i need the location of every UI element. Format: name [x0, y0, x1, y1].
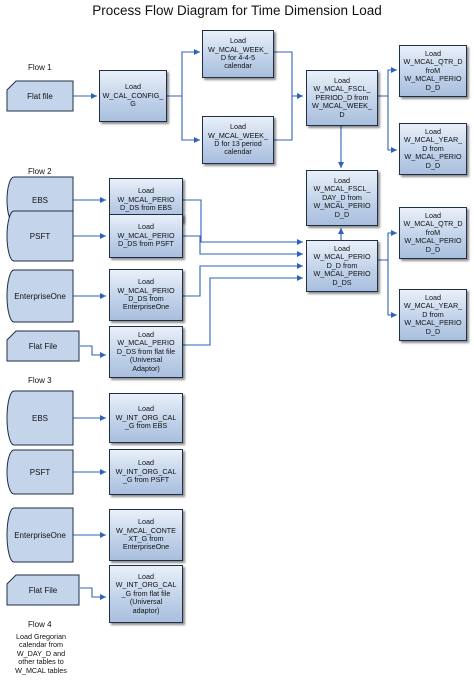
arrow-ff3-to-intorg: [80, 587, 106, 600]
load-period-ds-e1-text: Load W_MCAL_PERIO D_DS from EnterpriseOn…: [117, 277, 175, 312]
arrow-calconfig-to-week13: [181, 96, 200, 143]
load-period-ds-flatfile-text: Load W_MCAL_PERIO D_DS from flat file (U…: [116, 329, 176, 373]
flat-file-source: Flat file: [6, 80, 74, 112]
load-period-d-text: Load W_MCAL_PERIO D_D from W_MCAL_PERIO …: [313, 243, 371, 287]
load-period-ds-psft-box: Load W_MCAL_PERIO D_DS from PSFT: [109, 214, 183, 258]
load-fscl-period-box: Load W_MCAL_FSCL_ PERIOD_D from W_MCAL_W…: [306, 70, 378, 126]
load-qtr-from-period-text: Load W_MCAL_QTR_D froM W_MCAL_PERIO D_D: [403, 210, 463, 254]
flow-2-label: Flow 2: [28, 167, 52, 176]
load-week-13-text: Load W_MCAL_WEEK_ D for 13 period calend…: [208, 122, 268, 157]
ebs-source-label: EBS: [31, 195, 48, 205]
load-int-org-flatfile-box: Load W_INT_ORG_CAL _G from flat file (Un…: [109, 565, 183, 623]
arrow-week445-to-fscl: [274, 51, 303, 99]
arrow-fscl-to-year: [387, 96, 397, 153]
load-cal-config-box: Load W_CAL_CONFIG_ G: [99, 70, 167, 122]
arrow-periodds-ebs-to-periodd: [183, 199, 303, 245]
diagram-title: Process Flow Diagram for Time Dimension …: [92, 3, 382, 18]
flow-4-label: Flow 4: [28, 620, 52, 629]
enterpriseone-source: EnterpriseOne: [6, 269, 74, 323]
psft-source-3: PSFT: [6, 449, 74, 495]
load-fscl-period-text: Load W_MCAL_FSCL_ PERIOD_D from W_MCAL_W…: [312, 75, 372, 119]
psft-source: PSFT: [6, 210, 74, 262]
psft-source-3-label: PSFT: [29, 467, 51, 477]
flat-file-source-3-label: Flat File: [28, 585, 58, 595]
load-mcal-context-e1-box: Load W_MCAL_CONTE XT_G from EnterpriseOn…: [109, 509, 183, 561]
flat-file-source-label: Flat file: [27, 91, 53, 101]
load-year-from-period-text: Load W_MCAL_YEAR_ D from W_MCAL_PERIO D_…: [403, 292, 463, 336]
load-int-org-psft-text: Load W_INT_ORG_CAL _G from PSFT: [115, 458, 177, 485]
load-period-d-box: Load W_MCAL_PERIO D_D from W_MCAL_PERIO …: [306, 240, 378, 292]
arrow-calconfig-to-week445: [167, 49, 200, 97]
flat-file-source-2: Flat File: [6, 330, 80, 362]
load-week-13-box: Load W_MCAL_WEEK_ D for 13 period calend…: [202, 116, 274, 164]
load-year-from-fscl-box: Load W_MCAL_YEAR_ D from W_MCAL_PERIO D_…: [399, 123, 467, 175]
flat-file-source-2-label: Flat File: [28, 341, 58, 351]
load-cal-config-text: Load W_CAL_CONFIG_ G: [102, 82, 164, 109]
load-int-org-flatfile-text: Load W_INT_ORG_CAL _G from flat file (Un…: [115, 571, 177, 615]
load-qtr-from-fscl-box: Load W_MCAL_QTR_D froM W_MCAL_PERIO D_D: [399, 45, 467, 97]
arrow-periodd-to-qtr: [377, 230, 397, 261]
flat-file-source-3: Flat File: [6, 574, 80, 606]
load-week-445-text: Load W_MCAL_WEEK_ D for 4-4-5 calendar: [208, 36, 268, 71]
arrow-ff-to-periodds: [80, 345, 106, 358]
load-period-ds-flatfile-box: Load W_MCAL_PERIO D_DS from flat file (U…: [109, 326, 183, 378]
load-int-org-psft-box: Load W_INT_ORG_CAL _G from PSFT: [109, 449, 183, 495]
load-int-org-ebs-text: Load W_INT_ORG_CAL _G from EBS: [115, 404, 177, 431]
load-int-org-ebs-box: Load W_INT_ORG_CAL _G from EBS: [109, 393, 183, 443]
load-qtr-from-fscl-text: Load W_MCAL_QTR_D froM W_MCAL_PERIO D_D: [403, 48, 463, 92]
enterpriseone-source-3: EnterpriseOne: [6, 507, 74, 563]
flow-3-label: Flow 3: [28, 376, 52, 385]
load-year-from-period-box: Load W_MCAL_YEAR_ D from W_MCAL_PERIO D_…: [399, 289, 467, 341]
ebs-source-3: EBS: [6, 390, 74, 446]
ebs-source-3-label: EBS: [31, 413, 48, 423]
arrow-week13-to-fscl: [274, 96, 293, 141]
load-period-ds-psft-text: Load W_MCAL_PERIO D_DS from PSFT: [117, 222, 175, 249]
load-week-445-box: Load W_MCAL_WEEK_ D for 4-4-5 calendar: [202, 30, 274, 78]
psft-source-label: PSFT: [29, 231, 51, 241]
load-fscl-day-text: Load W_MCAL_FSCL_ DAY_D from W_MCAL_PERI…: [313, 175, 371, 219]
arrow-periodds-ff-to-periodd: [183, 275, 303, 346]
load-period-ds-ebs-text: Load W_MCAL_PERIO D_DS from EBS: [117, 186, 175, 213]
enterpriseone-source-3-label: EnterpriseOne: [14, 530, 66, 540]
arrow-periodds-psft-to-periodd: [183, 235, 303, 257]
load-qtr-from-period-box: Load W_MCAL_QTR_D froM W_MCAL_PERIO D_D: [399, 207, 467, 259]
load-year-from-fscl-text: Load W_MCAL_YEAR_ D from W_MCAL_PERIO D_…: [403, 126, 463, 170]
load-mcal-context-e1-text: Load W_MCAL_CONTE XT_G from EnterpriseOn…: [116, 517, 176, 552]
load-fscl-day-box: Load W_MCAL_FSCL_ DAY_D from W_MCAL_PERI…: [306, 170, 378, 226]
arrow-periodds-e1-to-periodd: [183, 263, 303, 297]
arrow-periodd-to-year: [387, 260, 397, 318]
load-period-ds-e1-box: Load W_MCAL_PERIO D_DS from EnterpriseOn…: [109, 269, 183, 321]
enterpriseone-source-label: EnterpriseOne: [14, 291, 66, 301]
arrow-fscl-to-qtr: [377, 67, 397, 97]
flow-4-note: Load Gregorian calendar from W_DAY_D and…: [15, 632, 67, 675]
flow-1-label: Flow 1: [28, 63, 52, 72]
